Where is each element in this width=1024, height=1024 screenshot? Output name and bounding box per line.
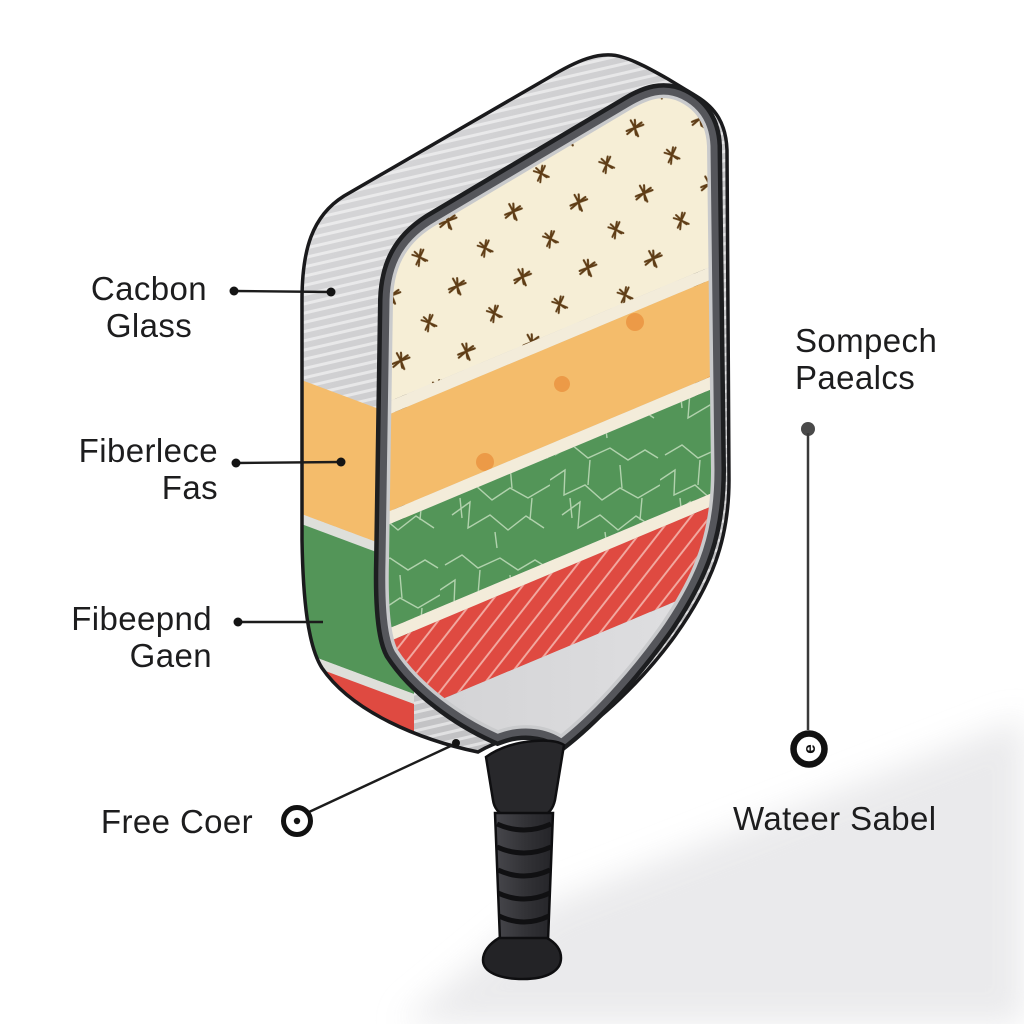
label-wateer-sabel: Wateer Sabel — [733, 800, 937, 837]
label-wateer-sabel-text: Wateer Sabel — [733, 800, 937, 837]
badge-glyph: e — [800, 744, 819, 753]
paddle-outer-edge — [300, 53, 731, 754]
leader-free-coer — [308, 742, 456, 814]
label-fibeepnd-gaen-line1: Fibeepnd — [71, 600, 212, 637]
handle-collar — [484, 739, 566, 818]
leader-dot — [326, 287, 336, 297]
leader-dot — [233, 617, 243, 627]
leader-dot — [452, 739, 460, 747]
label-carbon-glass-line1: Cacbon — [90, 270, 208, 307]
face-divider — [388, 473, 711, 662]
face-divider — [388, 246, 711, 435]
label-fiberlece-fas-line1: Fiberlece — [78, 432, 218, 469]
face-divider — [388, 356, 711, 545]
face-layer-red-stripes — [388, 486, 711, 735]
face-layer-orange-dots — [388, 259, 711, 532]
paddle-handle — [481, 739, 566, 981]
label-carbon-glass: Cacbon Glass — [66, 270, 232, 344]
leader-dot — [229, 286, 239, 296]
leader-dot — [336, 457, 346, 467]
label-fibeepnd-gaen: Fibeepnd Gaen — [34, 600, 212, 674]
face-layer-green-crackle — [388, 369, 711, 649]
label-carbon-glass-line2: Glass — [105, 307, 193, 344]
leader-lines: e — [229, 286, 828, 837]
label-sompech-paealcs-line1: Sompech — [795, 322, 938, 359]
leader-dot — [293, 817, 301, 825]
label-free-coer: Free Coer — [96, 803, 258, 840]
leader-fiberlece — [235, 460, 342, 465]
leader-dot-gray — [801, 422, 815, 436]
label-free-coer-text: Free Coer — [100, 803, 254, 840]
side-divider — [302, 650, 414, 704]
handle-butt-cap — [481, 936, 563, 981]
label-fiberlece-fas-line2: Fas — [161, 469, 218, 506]
leader-carbon — [233, 289, 332, 294]
label-fibeepnd-gaen-line2: Gaen — [129, 637, 212, 674]
label-sompech-paealcs: Sompech Paealcs — [795, 322, 937, 396]
label-sompech-paealcs-line2: Paealcs — [795, 359, 916, 396]
leader-dot — [231, 458, 241, 468]
label-fiberlece-fas: Fiberlece Fas — [46, 432, 218, 506]
grip-wrap-bands — [495, 821, 553, 925]
badge-ring-icon — [790, 730, 828, 768]
